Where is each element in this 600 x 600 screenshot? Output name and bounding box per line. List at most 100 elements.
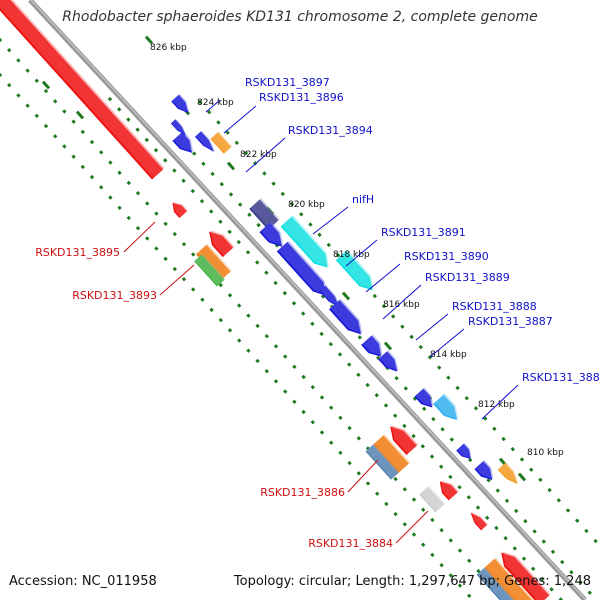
tick-dot xyxy=(501,436,506,442)
tick-dot xyxy=(209,209,214,214)
tick-dot xyxy=(319,395,325,400)
kbp-label: 822 kbp xyxy=(240,150,277,160)
gene-shine xyxy=(440,480,459,500)
gene-body xyxy=(372,435,409,473)
gene-label-RSKD131_3889: RSKD131_3889 xyxy=(382,271,510,320)
gene-block xyxy=(476,567,515,600)
tick-dot xyxy=(243,150,249,156)
gene-block xyxy=(319,285,341,308)
topology-text: Topology: circular; Length: 1,297,647 bp… xyxy=(233,574,591,589)
tick-dot xyxy=(372,293,377,299)
tick-dot xyxy=(163,158,168,163)
gene-body xyxy=(194,254,225,287)
tick-dot xyxy=(383,403,389,408)
kbp-label: 820 kbp xyxy=(288,200,325,210)
gene-block xyxy=(474,460,494,480)
gene-label-nifH: nifH xyxy=(312,193,374,235)
gene-block xyxy=(361,334,383,357)
gene-shine xyxy=(173,131,194,152)
tick-dot xyxy=(394,376,399,381)
gene-body xyxy=(195,244,231,282)
tick-dot xyxy=(310,420,315,425)
gene-label-RSKD131_3887: RSKD131_3887 xyxy=(429,315,553,358)
leader-line xyxy=(312,206,349,235)
gene-block xyxy=(194,253,226,287)
tick-dot xyxy=(207,110,212,115)
tick-dot xyxy=(538,477,543,483)
tick-dot xyxy=(440,427,445,432)
tick-dot xyxy=(310,385,315,390)
tick-dot xyxy=(262,171,267,176)
gene-shine xyxy=(502,551,551,600)
gene-block xyxy=(419,485,446,513)
major-tick xyxy=(383,341,393,351)
gene-body xyxy=(484,558,532,600)
tick-dot xyxy=(247,212,252,218)
tick-dot xyxy=(283,354,288,359)
gene-block xyxy=(194,130,215,152)
tick-dot xyxy=(227,328,233,333)
gene-shine xyxy=(420,485,446,512)
gene-shine xyxy=(0,0,165,179)
tick-dot xyxy=(255,358,260,364)
tick-dot xyxy=(191,287,196,292)
tick-dot xyxy=(422,406,427,412)
tick-dot xyxy=(301,409,306,415)
tick-dot xyxy=(531,566,536,572)
tick-dot xyxy=(448,538,453,543)
major-tick xyxy=(341,291,351,301)
tick-dot xyxy=(411,433,416,439)
gene-body xyxy=(474,461,493,480)
accession-text: Accession: NC_011958 xyxy=(9,574,157,589)
tick-dot xyxy=(172,168,177,173)
tick-dot xyxy=(402,522,407,527)
tick-dot xyxy=(512,546,517,551)
gene-block xyxy=(456,442,472,460)
gene-labels: RSKD131_3897RSKD131_3896RSKD131_3894nifH… xyxy=(35,76,600,550)
tick-dot xyxy=(107,96,113,102)
tick-dot xyxy=(549,587,554,592)
tick-dot xyxy=(99,150,104,155)
tick-dot xyxy=(246,313,251,318)
leader-line xyxy=(123,221,156,253)
leader-line xyxy=(395,510,429,544)
tick-dot xyxy=(7,83,12,88)
tick-dot xyxy=(80,129,85,135)
tick-dot xyxy=(494,525,499,531)
tick-dot xyxy=(356,471,361,476)
tick-dot xyxy=(521,556,527,561)
tick-dot xyxy=(135,190,141,196)
gene-body xyxy=(276,242,327,296)
gene-label-text: RSKD131_3897 xyxy=(245,76,330,89)
tick-dot xyxy=(218,317,223,323)
tick-dot xyxy=(227,229,232,235)
chromosome-backbone xyxy=(28,0,587,600)
tick-dot xyxy=(473,406,479,411)
gene-body xyxy=(171,94,189,114)
tick-dot xyxy=(264,333,269,339)
kbp-label: 826 kbp xyxy=(150,43,187,53)
gene-body xyxy=(456,443,471,460)
tick-dot xyxy=(62,144,67,149)
gene-label-RSKD131_3886: RSKD131_3886 xyxy=(260,459,379,499)
tick-dot xyxy=(163,221,168,227)
tick-dot xyxy=(319,430,325,435)
gene-block xyxy=(365,443,400,480)
gene-shine xyxy=(434,393,459,419)
tick-dot xyxy=(485,515,490,520)
gene-body xyxy=(470,512,488,531)
tick-dot xyxy=(172,231,177,237)
gene-label-RSKD131_3897: RSKD131_3897 xyxy=(205,76,330,113)
gene-block xyxy=(172,201,188,219)
tick-dot xyxy=(43,88,49,94)
tick-dot xyxy=(209,307,214,313)
leader-line xyxy=(365,263,401,293)
tick-dot xyxy=(301,374,306,380)
tick-dot xyxy=(402,423,407,429)
tick-dot xyxy=(365,481,371,486)
gene-body xyxy=(419,486,445,513)
gene-shine xyxy=(366,443,400,479)
tick-dot xyxy=(514,508,519,514)
tick-dot xyxy=(255,260,260,265)
gene-label-text: RSKD131_3896 xyxy=(259,91,344,104)
